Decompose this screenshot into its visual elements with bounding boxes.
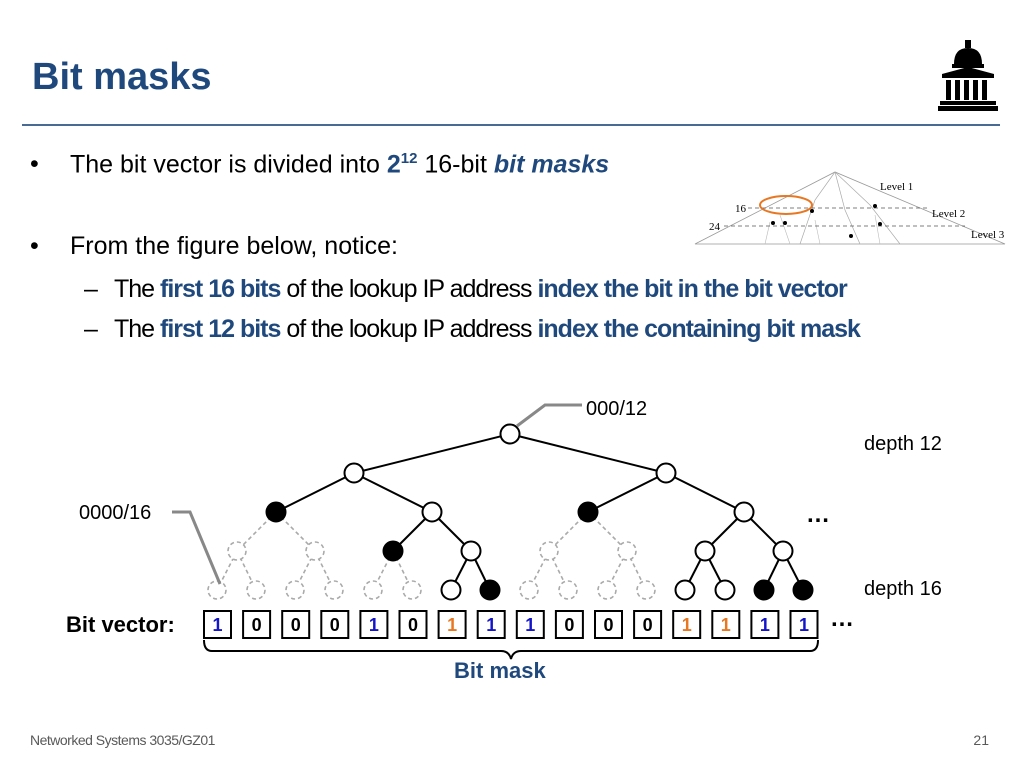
tree-leaf-filled — [753, 579, 775, 601]
bullet1-prefix: The bit vector is divided into — [70, 150, 387, 179]
bit-cell — [359, 610, 389, 639]
tree-leaf — [714, 579, 736, 601]
tree-node — [733, 501, 755, 523]
bit-value: 1 — [486, 615, 496, 635]
bit-value: 0 — [643, 615, 653, 635]
bit-value: 0 — [330, 615, 340, 635]
subbullet-first-12-bits: –The first 12 bits of the lookup IP addr… — [84, 315, 861, 344]
bullet-notice: • From the figure below, notice: — [30, 232, 398, 261]
bit-cell — [281, 610, 311, 639]
tree-nodes — [265, 423, 814, 601]
bit-cell — [320, 610, 350, 639]
bit-value: 0 — [564, 615, 574, 635]
bit-cell — [594, 610, 623, 639]
unexpanded-subtrees — [207, 511, 656, 600]
bit-cell — [398, 610, 428, 639]
sub1-d: index the bit in the bit vector — [537, 275, 847, 303]
bit-value: 0 — [252, 615, 262, 635]
left-prefix-label: 0000/16 — [79, 502, 151, 524]
bit-cell — [750, 610, 780, 639]
tree-node — [343, 462, 365, 484]
bit-cell — [515, 610, 545, 639]
bit-cell — [242, 610, 272, 639]
tree-node — [694, 540, 716, 562]
bit-cell — [554, 610, 584, 639]
sub2-d: index the containing bit mask — [537, 315, 860, 343]
sub1-a: The — [114, 275, 161, 303]
vector-ellipsis: … — [830, 605, 854, 632]
bullet-bitvector-divided: • The bit vector is divided into 212 16-b… — [30, 150, 609, 179]
root-callout-line — [516, 403, 582, 428]
left-callout-line — [172, 510, 222, 585]
tree-leaf-filled — [792, 579, 814, 601]
level-thumbnail: 16 24 Level 1 Level 2 Level 3 — [694, 171, 1006, 245]
title-divider — [22, 124, 1000, 126]
bit-value: 0 — [603, 615, 613, 635]
sub1-b: first 16 bits — [160, 275, 281, 303]
bullet1-power-exp: 12 — [400, 150, 418, 167]
bullet-marker: • — [30, 150, 39, 179]
bit-mask-label: Bit mask — [454, 658, 546, 683]
bit-value: 1 — [369, 615, 379, 635]
sub2-c: of the lookup IP address — [280, 315, 538, 343]
sub1-c: of the lookup IP address — [280, 275, 538, 303]
subbullet-dash: – — [84, 275, 98, 303]
bit-mask-brace — [203, 639, 819, 660]
bullet2-text: From the figure below, notice: — [70, 232, 398, 260]
tree-node — [421, 501, 443, 523]
tree-leaf — [440, 579, 462, 601]
depth-12-label: depth 12 — [864, 433, 942, 455]
tree-leaf-filled — [479, 579, 501, 601]
depth-16-label: depth 16 — [864, 578, 942, 600]
bit-cell — [437, 610, 467, 639]
footer-course: Networked Systems 3035/GZ01 — [30, 732, 215, 748]
thumb-level2-label: Level 2 — [932, 208, 965, 220]
sub2-a: The — [114, 315, 161, 343]
sub2-b: first 12 bits — [160, 315, 281, 343]
bit-cell — [203, 610, 232, 639]
bit-vector: 1 0 0 0 1 0 1 1 1 0 0 0 1 1 1 1 — [203, 610, 819, 639]
tree-node — [460, 540, 482, 562]
thumb-level1-label: Level 1 — [880, 181, 913, 193]
bit-cell — [672, 610, 702, 639]
tree-ellipsis: … — [806, 501, 830, 528]
subbullet-first-16-bits: –The first 16 bits of the lookup IP addr… — [84, 275, 848, 304]
subbullet-dash: – — [84, 315, 98, 343]
page-number: 21 — [973, 732, 989, 748]
university-logo-icon — [938, 40, 998, 111]
root-prefix-label: 000/12 — [586, 398, 647, 420]
bullet1-power-base: 2 — [386, 150, 401, 179]
highlight-ellipse — [759, 195, 813, 215]
bit-cell — [711, 610, 741, 639]
prefix-tree — [275, 433, 804, 591]
bullet1-emph: bit masks — [493, 150, 610, 179]
slide-title: Bit masks — [32, 56, 212, 98]
bit-value: 1 — [447, 615, 457, 635]
tree-node-root — [499, 423, 521, 445]
bit-cell — [633, 610, 663, 639]
bit-vector-label: Bit vector: — [66, 612, 175, 637]
bullet1-mid: 16-bit — [417, 150, 494, 179]
tree-node-filled — [265, 501, 287, 523]
bit-value: 0 — [291, 615, 301, 635]
tree-leaf — [674, 579, 696, 601]
tree-node-filled — [382, 540, 404, 562]
tree-node-filled — [577, 501, 599, 523]
bit-value: 1 — [525, 615, 535, 635]
tree-node — [655, 462, 677, 484]
bullet-marker: • — [30, 232, 39, 260]
thumb-label-16: 16 — [735, 203, 747, 215]
bit-value: 1 — [760, 615, 770, 635]
bit-value: 1 — [212, 615, 222, 635]
bit-value: 1 — [682, 615, 692, 635]
thumb-level3-label: Level 3 — [971, 229, 1005, 241]
bit-value: 1 — [721, 615, 731, 635]
bit-cell — [476, 610, 506, 639]
bit-cell — [789, 610, 819, 639]
tree-node — [772, 540, 794, 562]
bit-value: 1 — [799, 615, 809, 635]
bit-value: 0 — [408, 615, 418, 635]
thumb-label-24: 24 — [709, 221, 721, 233]
